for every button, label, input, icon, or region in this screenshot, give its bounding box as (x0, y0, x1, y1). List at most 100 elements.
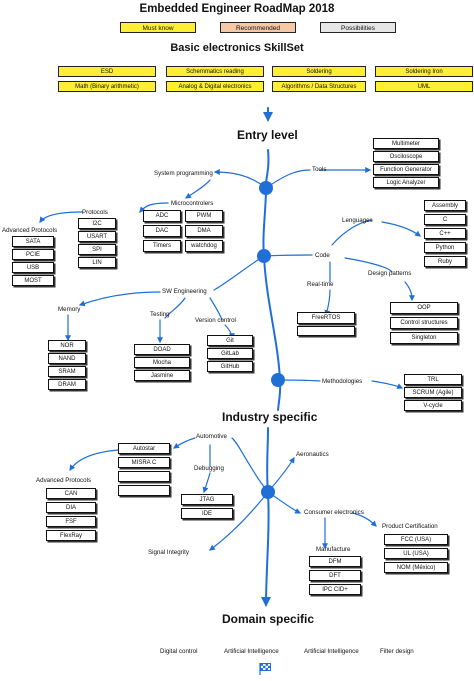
label-code: Code (315, 252, 330, 259)
box-mocha: Mocha (134, 357, 190, 368)
box-fcc: FCC (USA) (384, 534, 448, 545)
box-timers: Timers (143, 240, 181, 252)
label-methodologies: Methodologies (322, 378, 363, 385)
skill-math: Math (Binary arithmetic) (58, 81, 156, 92)
box-ul: UL (USA) (384, 548, 448, 559)
box-misra-c: MISRA C (118, 457, 170, 468)
box-scrum: SCRUM (Agile) (404, 387, 462, 398)
box-dram: DRAM (48, 379, 86, 390)
box-usart: USART (78, 231, 116, 242)
page-title: Embedded Engineer RoadMap 2018 (139, 3, 335, 15)
box-adc: ADC (143, 210, 181, 222)
box-control-structures: Control structures (390, 317, 458, 329)
label-aeronautics: Aeronautics (296, 451, 329, 458)
skill-soldering: Soldering (272, 66, 366, 77)
box-python: Python (424, 242, 466, 253)
legend-recommended: Recommended (220, 22, 296, 33)
label-protocols: Protocols (82, 209, 108, 216)
box-i2c: I2C (78, 218, 116, 229)
box-freertos: FreeRTOS (297, 312, 355, 324)
box-dft: DFT (309, 570, 361, 581)
box-ide: IDE (181, 508, 233, 519)
label-testing: Testing (150, 311, 170, 318)
section-entry-level: Entry level (237, 128, 298, 142)
box-dma: DMA (185, 225, 223, 237)
domain-ai-2: Artificial Intelligence (304, 648, 359, 655)
box-cpp: C++ (424, 228, 466, 239)
box-most: MOST (12, 275, 54, 286)
box-multimeter: Multimeter (373, 138, 439, 149)
section-domain-specific: Domain specific (222, 612, 315, 626)
label-advanced-protocols: Advanced Protocols (2, 227, 58, 234)
box-dfm: DFM (309, 556, 361, 567)
box-spi: SPI (78, 244, 116, 255)
label-signal-integrity: Signal Integrity (148, 549, 189, 556)
domain-digital-control: Digital control (160, 648, 198, 655)
box-nom: NOM (México) (384, 562, 448, 573)
box-jtag: JTAG (181, 494, 233, 505)
label-microcontrollers: Microcontrolers (171, 200, 214, 207)
box-vcycle: V-cycle (404, 400, 462, 411)
box-dia: DIA (46, 502, 96, 513)
label-debugging: Debugging (194, 465, 224, 472)
label-product-certification: Product Certification (382, 523, 438, 530)
box-trl: TRL (404, 374, 462, 385)
box-sram: SRAM (48, 366, 86, 377)
label-advanced-protocols-industry: Advanced Protocols (36, 477, 92, 484)
box-automotive-blank-1 (118, 471, 170, 482)
box-can: CAN (46, 488, 96, 499)
box-autostar: Autostar (118, 443, 170, 454)
box-c: C (424, 214, 466, 225)
label-consumer-electronics: Consumer electronics (304, 509, 364, 516)
skill-uml: UML (375, 81, 473, 92)
skill-algorithms: Algorithms / Data Structures (272, 81, 366, 92)
label-languages: Lenguages (342, 217, 373, 224)
basic-skills-title: Basic electronics SkillSet (170, 42, 304, 54)
domain-filter-design: Filter design (380, 648, 414, 655)
box-assembly: Assembly (424, 200, 466, 211)
domain-ai-1: Artificial Intelligence (224, 648, 279, 655)
box-nand: NAND (48, 353, 86, 364)
box-logic-analyzer: Logic Analyzer (373, 177, 439, 188)
box-lin: LIN (78, 257, 116, 268)
skill-soldering-iron: Soldering Iron (375, 66, 473, 77)
box-automotive-blank-2 (118, 485, 170, 496)
box-singleton: Singleton (390, 332, 458, 344)
box-nor: NOR (48, 340, 86, 351)
section-industry-specific: Industry specific (222, 410, 318, 424)
box-doad: DOAD (134, 344, 190, 355)
label-automotive: Automotive (196, 433, 227, 440)
label-design-patterns: Design patterns (368, 270, 412, 277)
box-pcie: PCIE (12, 249, 54, 260)
box-sata: SATA (12, 236, 54, 247)
skill-esd: ESD (58, 66, 156, 77)
box-ipc: IPC CID+ (309, 584, 361, 595)
legend-must-know: Must know (120, 22, 196, 33)
label-manufacture: Manufacture (316, 546, 351, 553)
box-gitlab: GitLab (207, 348, 253, 359)
legend-possibilities: Possibilities (320, 22, 396, 33)
box-github: GitHub (207, 361, 253, 372)
box-watchdog: watchdog (185, 240, 223, 252)
box-osciloscope: Osciloscope (373, 151, 439, 162)
flag-icon (259, 663, 271, 675)
label-sw-engineering: SW Engineering (162, 288, 207, 295)
box-flexray: FlexRay (46, 530, 96, 541)
box-ruby: Ruby (424, 256, 466, 267)
box-pwm: PWM (185, 210, 223, 222)
box-dac: DAC (143, 225, 181, 237)
label-realtime: Real-time (307, 281, 334, 288)
label-memory: Memory (58, 306, 81, 313)
box-freertos-blank (297, 326, 355, 336)
box-fsf: FSF (46, 516, 96, 527)
box-oop: OOP (390, 302, 458, 314)
label-version-control: Version control (195, 317, 236, 324)
box-jasmine: Jasmine (134, 370, 190, 381)
skill-schematics: Schemmatics reading (166, 66, 264, 77)
box-usb: USB (12, 262, 54, 273)
label-tools: Tools (312, 166, 327, 173)
label-system-programming: System programming (154, 170, 213, 177)
box-git: Git (207, 335, 253, 346)
box-function-generator: Function Generator (373, 164, 439, 175)
